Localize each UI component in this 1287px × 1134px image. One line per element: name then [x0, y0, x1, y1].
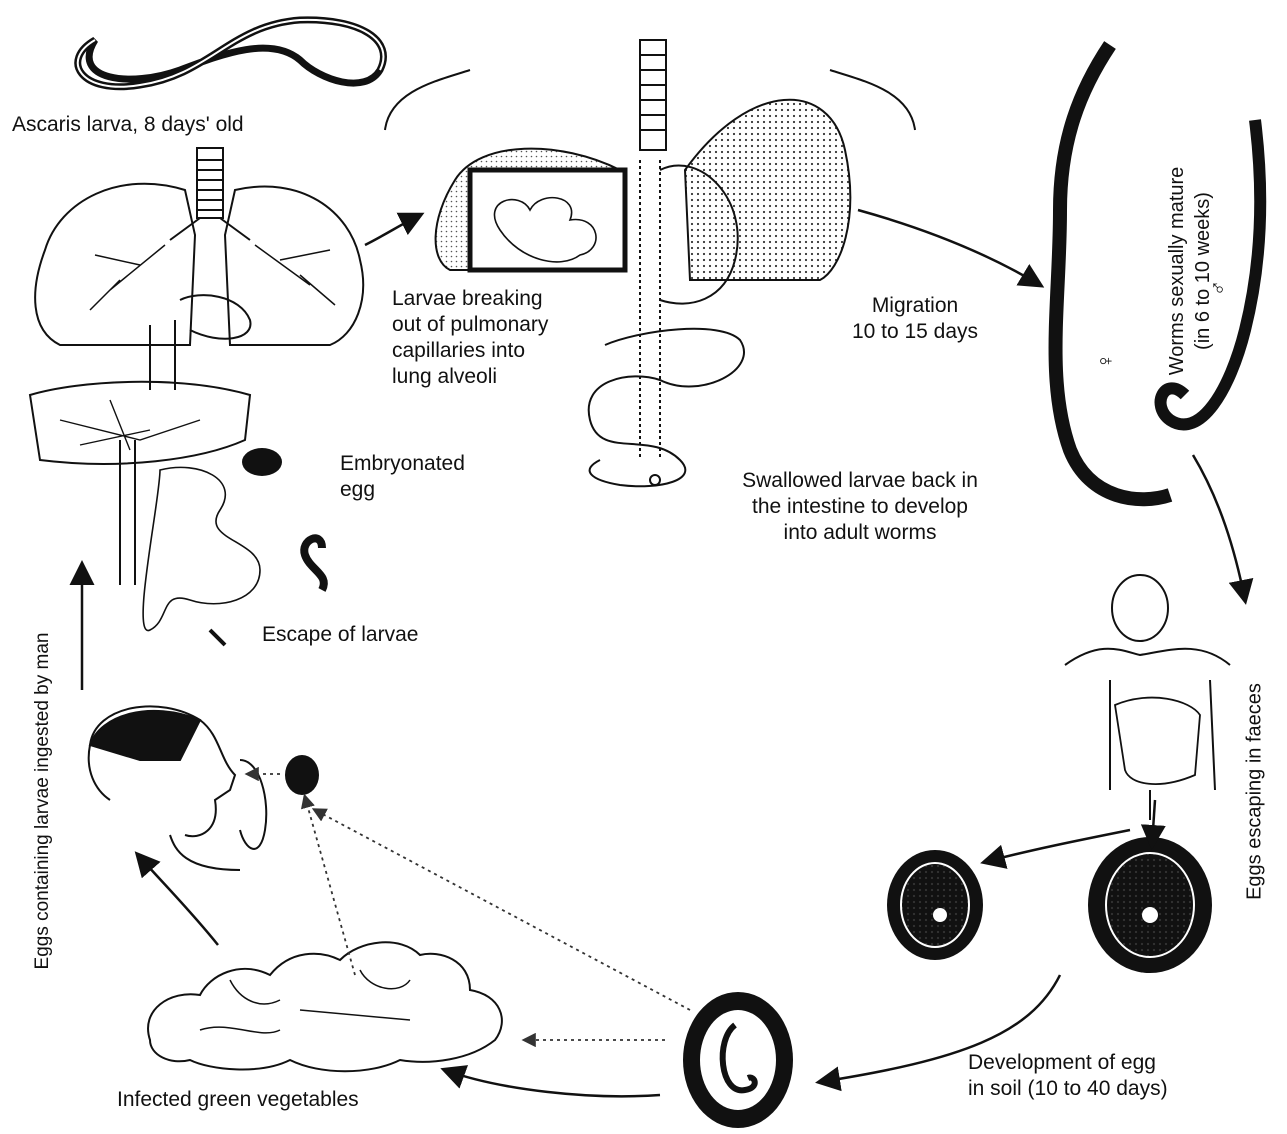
embryonated-egg — [242, 448, 282, 476]
vegetables-figure — [148, 942, 502, 1071]
label-development-line: Development of egg — [968, 1050, 1168, 1076]
label-swallowed-larvae: Swallowed larvae back in the intestine t… — [665, 468, 1055, 546]
label-swallowed-line: into adult worms — [665, 520, 1055, 546]
label-larvae-breaking-line: Larvae breaking — [392, 286, 548, 312]
label-ascaris-larva: Ascaris larva, 8 days' old — [12, 112, 244, 138]
label-eggs-ingested-by-man: Eggs containing larvae ingested by man — [32, 606, 54, 996]
label-embryonated-egg: Embryonated egg — [340, 451, 465, 503]
adult-worms-figure — [1056, 45, 1261, 499]
label-worms-mature: Worms sexually mature (in 6 to 10 weeks) — [1164, 121, 1216, 421]
ascaris-larva-figure — [78, 20, 384, 87]
label-migration-line: 10 to 15 days — [815, 319, 1015, 345]
label-swallowed-line: the intestine to develop — [665, 494, 1055, 520]
label-swallowed-line: Swallowed larvae back in — [665, 468, 1055, 494]
label-larvae-breaking: Larvae breaking out of pulmonary capilla… — [392, 286, 548, 390]
label-migration: Migration 10 to 15 days — [815, 293, 1015, 345]
human-intestine-figure — [1065, 575, 1230, 820]
label-larvae-breaking-line: lung alveoli — [392, 364, 548, 390]
label-eggs-escaping-faeces: Eggs escaping in faeces — [1244, 662, 1267, 922]
label-larvae-breaking-line: out of pulmonary — [392, 312, 548, 338]
label-larvae-breaking-line: capillaries into — [392, 338, 548, 364]
label-development-line: in soil (10 to 40 days) — [968, 1076, 1168, 1102]
label-embryonated-line: egg — [340, 477, 465, 503]
lungs-center-figure — [385, 40, 915, 486]
label-migration-line: Migration — [815, 293, 1015, 319]
ingested-egg — [285, 755, 319, 795]
label-infected-vegetables: Infected green vegetables — [117, 1087, 359, 1113]
label-worms-mature-line: Worms sexually mature — [1164, 121, 1190, 421]
label-development-of-egg: Development of egg in soil (10 to 40 day… — [968, 1050, 1168, 1102]
male-symbol: ♂ — [1205, 280, 1231, 297]
man-head-figure — [89, 706, 267, 870]
cycle-arrows — [82, 210, 1245, 1096]
label-embryonated-line: Embryonated — [340, 451, 465, 477]
female-symbol: ♀ — [1092, 353, 1118, 370]
label-worms-mature-line: (in 6 to 10 weeks) — [1190, 121, 1216, 421]
escaping-larva — [304, 538, 324, 590]
dotted-arrows — [248, 774, 690, 1040]
label-escape-of-larvae: Escape of larvae — [262, 622, 418, 648]
